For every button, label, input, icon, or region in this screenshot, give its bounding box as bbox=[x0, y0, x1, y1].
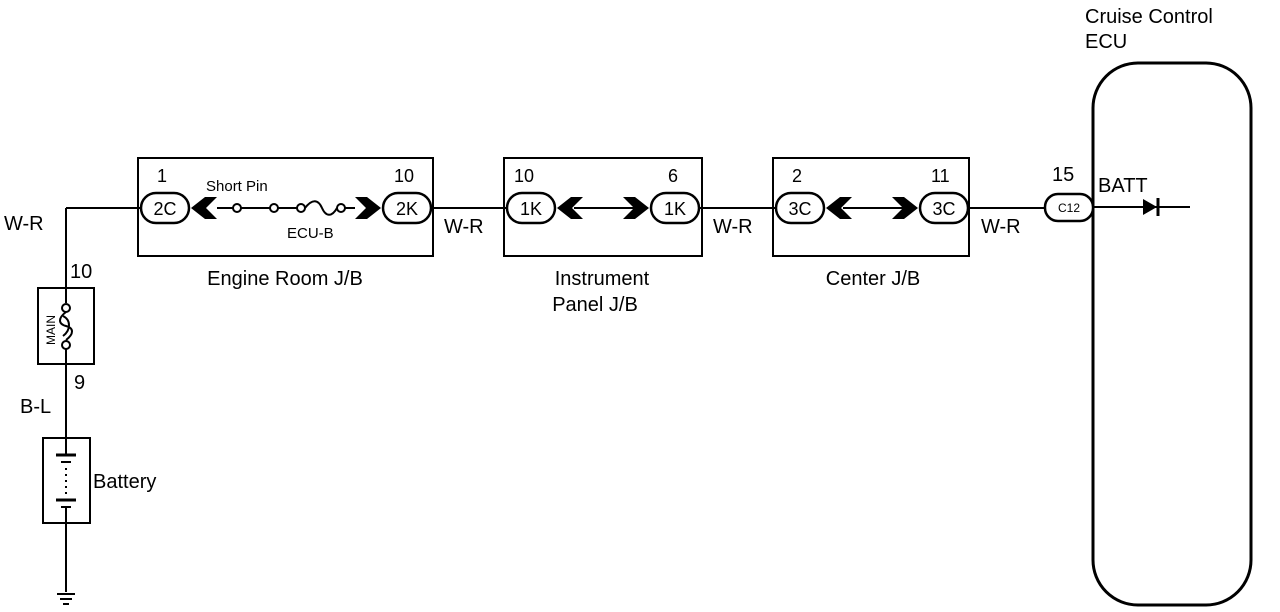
instrument-panel-jb-right-pin: 6 bbox=[668, 166, 678, 186]
battery-icon bbox=[56, 438, 76, 523]
engine-room-jb-name: Engine Room J/B bbox=[207, 268, 363, 290]
center-jb-right-pin: 11 bbox=[931, 166, 950, 186]
battery-label: Battery bbox=[93, 471, 156, 493]
main-fuse-icon bbox=[59, 303, 73, 350]
wire-label-ipjb-cjb: W-R bbox=[713, 216, 753, 238]
engine-room-jb-right-pin: 10 bbox=[394, 166, 414, 186]
instrument-panel-jb-left-pin: 10 bbox=[514, 166, 534, 186]
ecu-body bbox=[1091, 61, 1253, 607]
center-jb-right-arrow-icon bbox=[892, 197, 918, 219]
wire-label-battery-lead: B-L bbox=[20, 396, 51, 418]
wire-label-erjb-ipjb: W-R bbox=[444, 216, 484, 238]
main-fuse-bottom-pin: 9 bbox=[74, 372, 85, 394]
ground-icon bbox=[57, 593, 75, 605]
instrument-panel-jb-left-arrow-icon bbox=[557, 197, 583, 219]
ecu-pin-number: 15 bbox=[1052, 164, 1074, 186]
engine-room-jb-left-pin: 1 bbox=[157, 166, 167, 186]
wire-label-cjb-ecu: W-R bbox=[981, 216, 1021, 238]
instrument-panel-jb-name-line1: Instrument bbox=[555, 268, 650, 290]
engine-room-jb-right-connector-label: 2K bbox=[396, 199, 418, 219]
wire-label-battery-erjb: W-R bbox=[4, 213, 44, 235]
main-fuse-label: MAIN bbox=[44, 315, 58, 345]
ecu-b-fuse-icon bbox=[278, 200, 355, 216]
engine-room-jb-left-arrow-icon bbox=[191, 197, 217, 219]
ecu-b-fuse-label: ECU-B bbox=[287, 225, 334, 242]
ecu-terminal-label: BATT bbox=[1098, 175, 1148, 197]
ecu-title-line1: Cruise Control bbox=[1085, 6, 1213, 28]
ecu-title-line2: ECU bbox=[1085, 31, 1127, 53]
engine-room-jb-left-connector-label: 2C bbox=[153, 199, 176, 219]
short-pin-icon bbox=[217, 203, 279, 213]
instrument-panel-jb-name-line2: Panel J/B bbox=[552, 294, 638, 316]
center-jb-left-connector-label: 3C bbox=[788, 199, 811, 219]
short-pin-label: Short Pin bbox=[206, 178, 268, 195]
instrument-panel-jb-right-connector-label: 1K bbox=[664, 199, 686, 219]
main-fuse-top-pin: 10 bbox=[70, 261, 92, 283]
engine-room-jb-right-arrow-icon bbox=[355, 197, 381, 219]
center-jb-name: Center J/B bbox=[826, 268, 920, 290]
center-jb-left-arrow-icon bbox=[826, 197, 852, 219]
center-jb-right-connector-label: 3C bbox=[932, 199, 955, 219]
instrument-panel-jb-right-arrow-icon bbox=[623, 197, 649, 219]
center-jb-left-pin: 2 bbox=[792, 166, 802, 186]
ecu-diode-icon bbox=[1093, 198, 1190, 216]
instrument-panel-jb-left-connector-label: 1K bbox=[520, 199, 542, 219]
ecu-connector-label: C12 bbox=[1058, 201, 1080, 215]
